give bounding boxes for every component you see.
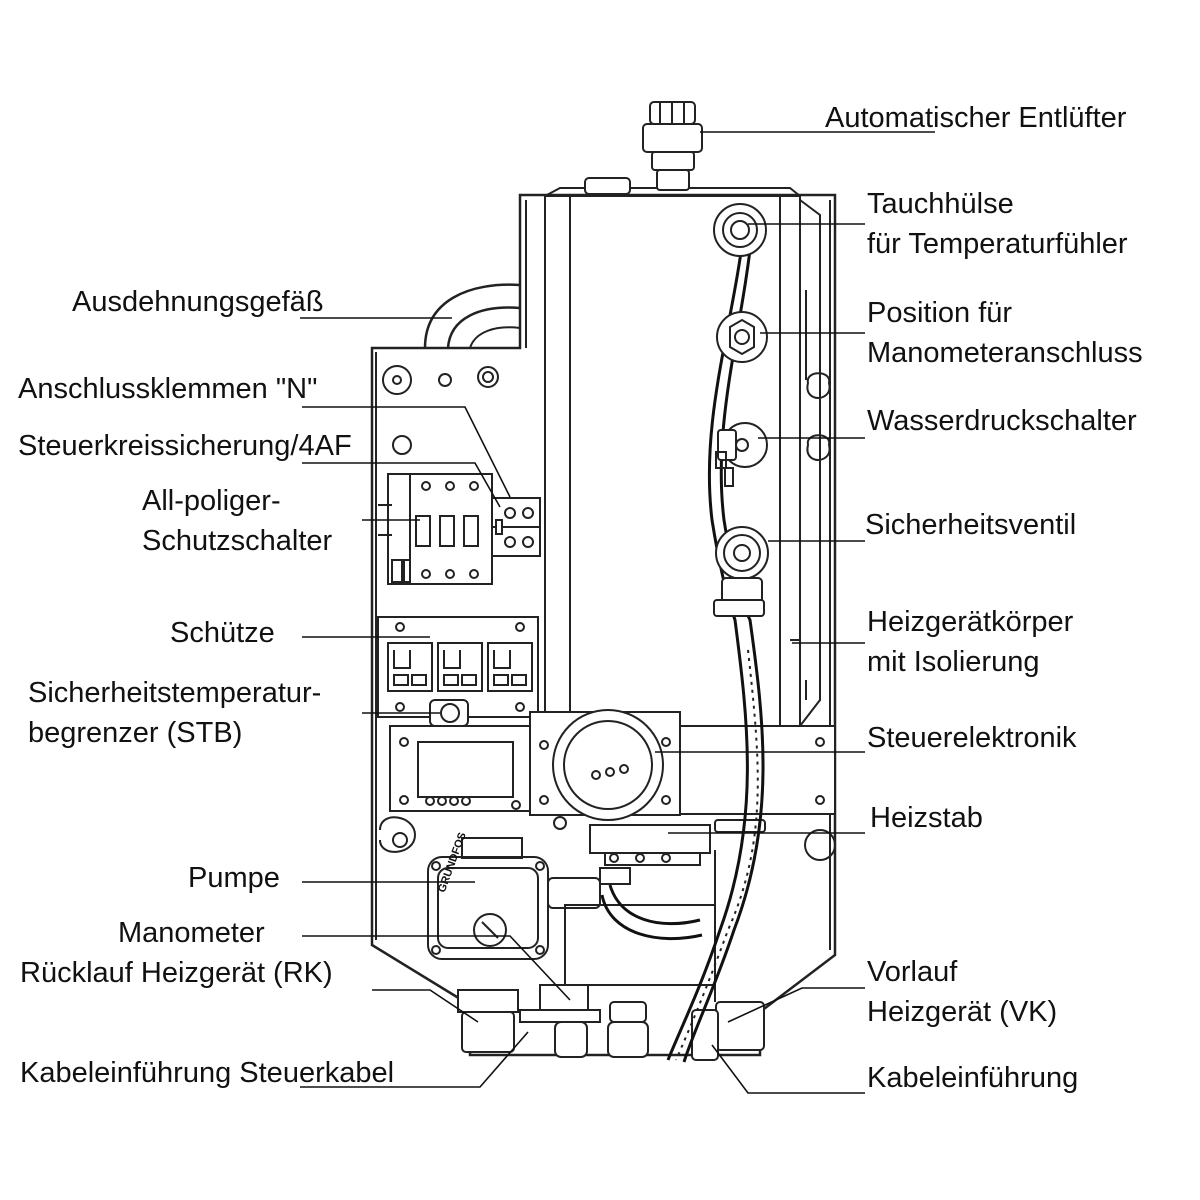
label-ruecklauf: Rücklauf Heizgerät (RK) — [20, 957, 333, 989]
label-mit-isolierung: mit Isolierung — [867, 646, 1040, 678]
label-pumpe: Pumpe — [188, 862, 280, 894]
label-position-fuer: Position für — [867, 297, 1013, 329]
label-ausdehnungsgefaess: Ausdehnungsgefäß — [72, 286, 324, 318]
heating-element — [589, 819, 836, 866]
terminals-and-fuse — [491, 497, 541, 557]
label-automatischer-entluefter: Automatischer Entlüfter — [825, 102, 1127, 134]
label-heizstab: Heizstab — [870, 802, 983, 834]
label-kabeleinfuehrung: Kabeleinführung — [867, 1062, 1079, 1094]
bottom-fittings — [457, 850, 765, 1061]
conduits — [600, 229, 765, 1063]
label-vorlauf: Vorlauf — [867, 956, 958, 988]
control-electronics — [529, 709, 836, 830]
label-allpoliger: All-poliger- — [142, 485, 281, 517]
air-vent — [642, 101, 703, 191]
label-wasserdruckschalter: Wasserdruckschalter — [867, 405, 1137, 437]
heater-body — [544, 177, 821, 727]
label-heizgeraetkoerper: Heizgerätkörper — [867, 606, 1074, 638]
label-manometeranschluss: Manometeranschluss — [867, 337, 1143, 369]
label-schuetze: Schütze — [170, 617, 275, 649]
label-steuerkreissicherung: Steuerkreissicherung/4AF — [18, 430, 352, 462]
leader-lines — [300, 131, 935, 1094]
label-heizgeraet-vk: Heizgerät (VK) — [867, 996, 1058, 1028]
panel-top-details — [382, 365, 499, 455]
label-begrenzer-stb: begrenzer (STB) — [28, 717, 243, 749]
body-fittings — [713, 203, 831, 700]
control-box — [379, 725, 531, 853]
label-sicherheitstemperatur: Sicherheitstemperatur- — [28, 677, 322, 709]
label-manometer: Manometer — [118, 917, 265, 949]
label-kabeleinfuehrung-steuerkabel: Kabeleinführung Steuerkabel — [20, 1057, 395, 1089]
label-tauchhuelse: Tauchhülse — [867, 188, 1014, 220]
label-schutzschalter: Schutzschalter — [142, 525, 333, 557]
label-anschlussklemmen-n: Anschlussklemmen "N" — [18, 373, 318, 405]
circuit-breaker — [378, 473, 493, 585]
label-temperaturfuehler: für Temperaturfühler — [867, 228, 1128, 260]
label-steuerelektronik: Steuerelektronik — [867, 722, 1077, 754]
expansion-vessel — [423, 283, 521, 349]
label-sicherheitsventil: Sicherheitsventil — [865, 509, 1077, 541]
